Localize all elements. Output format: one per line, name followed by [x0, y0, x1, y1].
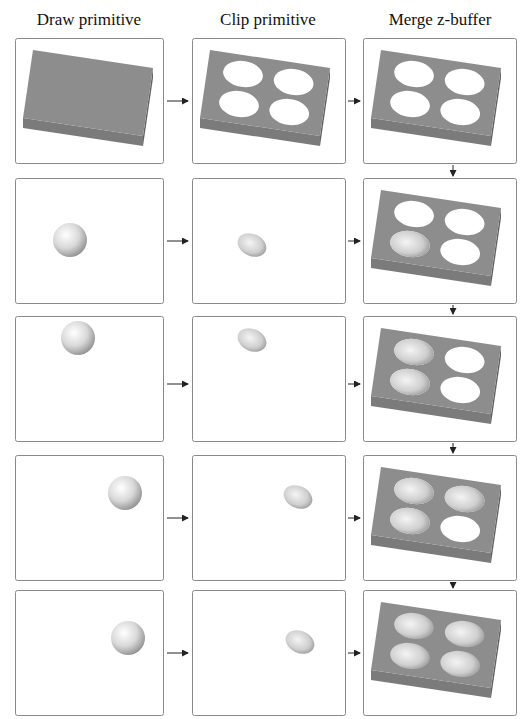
column-heading: Merge z-buffer [389, 10, 492, 30]
column-heading: Draw primitive [37, 10, 141, 30]
column-heading: Clip primitive [220, 10, 316, 30]
